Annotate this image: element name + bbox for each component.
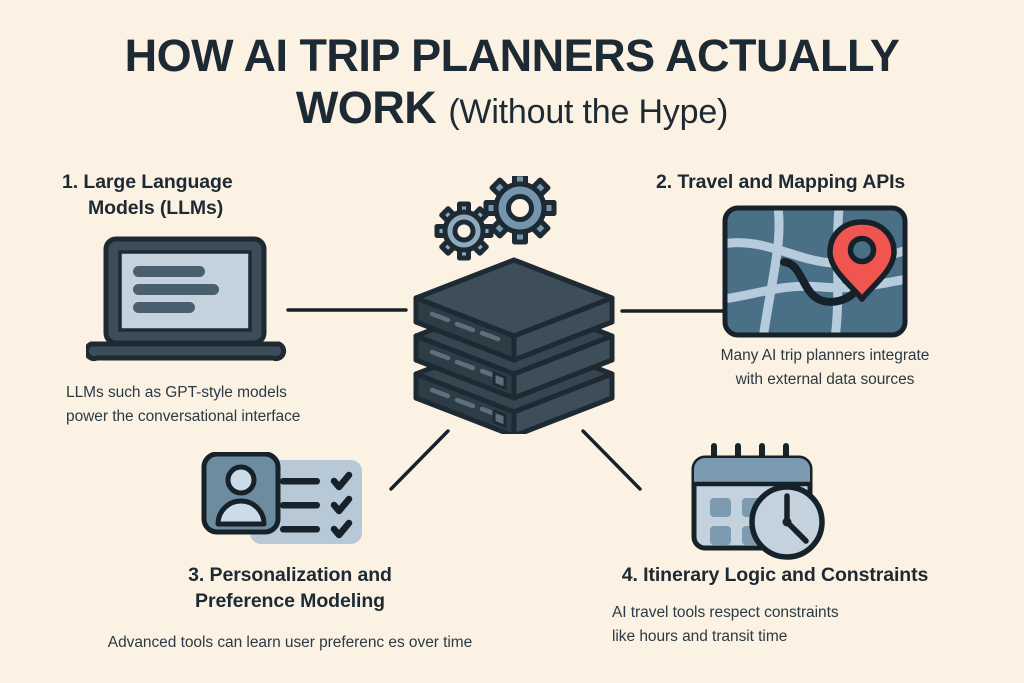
section-heading-personalization: 3. Personalization and Preference Modeli…	[120, 563, 460, 615]
section-heading-personalization-line1: 3. Personalization and	[188, 564, 392, 586]
section-heading-itinerary: 4. Itinerary Logic and Constraints	[580, 563, 970, 589]
section-caption-itinerary-line2: like hours and transit time	[612, 628, 788, 646]
title-subtitle-hype: (Without the Hype)	[448, 92, 729, 131]
checklist-rows	[280, 471, 353, 539]
user-checklist-icon	[198, 451, 366, 552]
laptop-icon	[83, 236, 296, 364]
map-pin-icon	[722, 205, 908, 338]
connector-server-to-person	[389, 429, 450, 491]
section-heading-llm-line1: 1. Large Language	[62, 171, 233, 193]
server-stack-icon	[408, 171, 620, 467]
section-caption-personalization-line1: Advanced tools can learn user preferenc …	[107, 634, 473, 651]
section-heading-apis-line1: 2. Travel and Mapping APIs	[656, 171, 906, 193]
screen-text-bar-3	[133, 302, 195, 313]
section-caption-llm-line1: LLMs such as GPT-style models	[66, 384, 287, 401]
section-caption-apis-line1: Many AI trip planners integrate	[720, 347, 930, 364]
section-caption-apis-line2: with external data sources	[735, 371, 915, 389]
section-caption-itinerary: AI travel tools respect constraints like…	[612, 601, 942, 649]
calendar-clock-icon	[684, 442, 834, 560]
title-line-1: HOW AI TRIP PLANNERS ACTUALLY	[124, 30, 900, 81]
section-caption-llm-line2: power the conversational interface	[66, 408, 301, 426]
screen-text-bar-1	[133, 266, 205, 277]
section-heading-itinerary-line1: 4. Itinerary Logic and Constraints	[621, 564, 929, 586]
section-heading-personalization-line2: Preference Modeling	[195, 589, 385, 612]
section-caption-llm: LLMs such as GPT-style models power the …	[66, 381, 300, 429]
screen-text-bar-2	[133, 284, 219, 295]
section-heading-llm: 1. Large Language Models (LLMs)	[62, 170, 233, 222]
map-marker-pin	[827, 219, 897, 302]
gears-icon	[434, 171, 557, 261]
title-line-2: WORK (Without the Hype)	[0, 81, 1024, 133]
server-unit-top	[413, 257, 615, 391]
section-heading-llm-line2: Models (LLMs)	[88, 196, 224, 219]
clock-face	[749, 484, 825, 560]
connector-server-to-calendar	[581, 429, 642, 491]
section-heading-apis: 2. Travel and Mapping APIs	[656, 170, 976, 196]
section-caption-itinerary-line1: AI travel tools respect constraints	[612, 604, 839, 621]
section-caption-personalization: Advanced tools can learn user preferenc …	[55, 631, 525, 655]
avatar-silhouette	[215, 464, 267, 527]
page-title: HOW AI TRIP PLANNERS ACTUALLY WORK (Witho…	[0, 30, 1024, 133]
title-word-work: WORK	[295, 81, 437, 133]
section-caption-apis: Many AI trip planners integrate with ext…	[680, 344, 970, 392]
